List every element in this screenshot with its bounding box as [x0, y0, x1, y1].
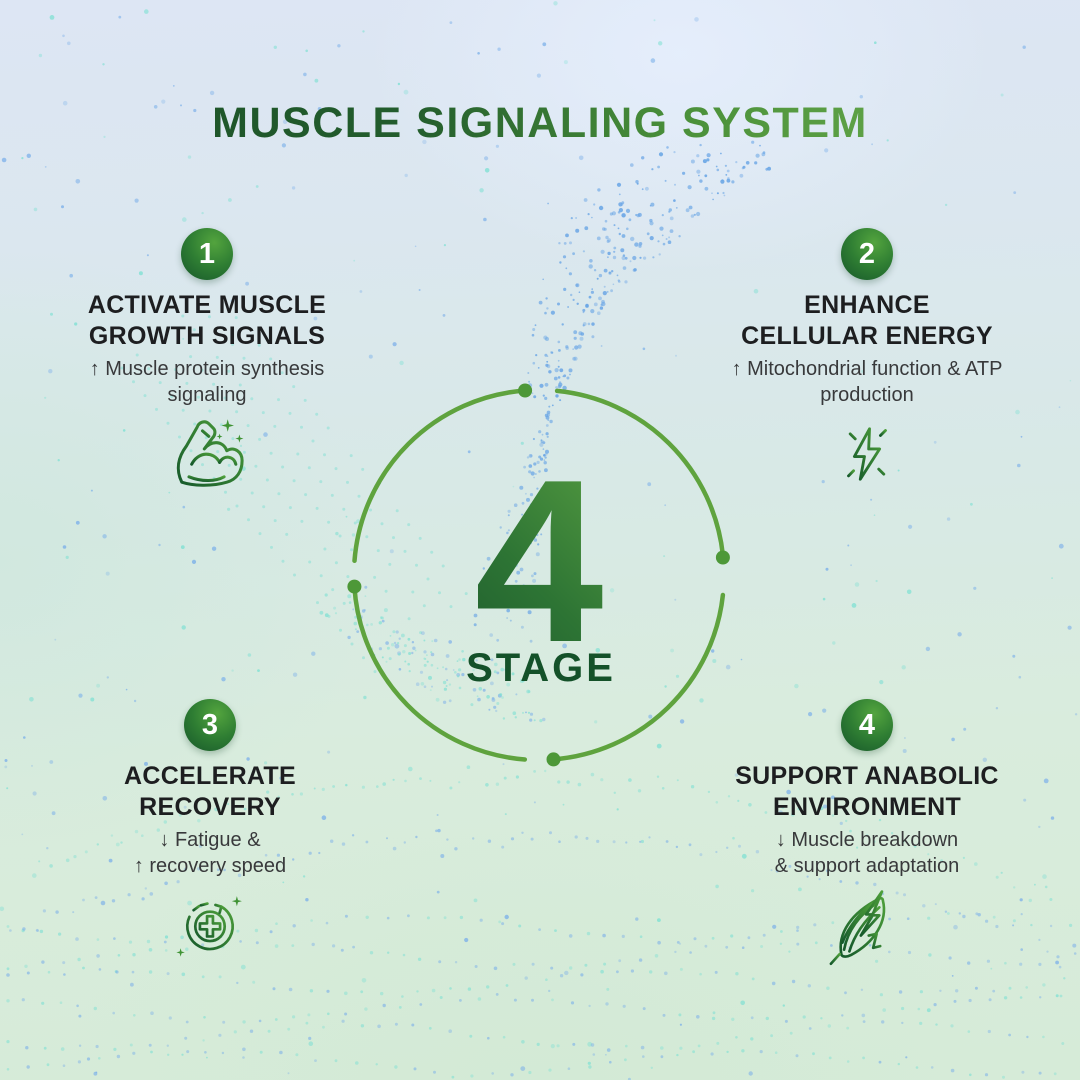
- stage-3-block: 3 ACCELERATE RECOVERY ↓ Fatigue & ↑ reco…: [30, 699, 390, 965]
- ring-arcs: [352, 388, 726, 762]
- page-title: MUSCLE SIGNALING SYSTEM: [0, 99, 1080, 148]
- center-stage-label: STAGE: [466, 646, 616, 690]
- stage-4-title: SUPPORT ANABOLIC ENVIRONMENT: [735, 762, 999, 821]
- stage-2-number-badge: 2: [841, 228, 893, 280]
- ring-dots: [347, 383, 730, 767]
- stage-1-description: ↑ Muscle protein synthesis signaling: [89, 358, 325, 406]
- recovery-cross-icon: [176, 896, 242, 957]
- stage-4-number-badge: 4: [841, 699, 893, 751]
- muscle-fiber-bolt-icon: [829, 890, 886, 966]
- bicep-icon: [176, 419, 244, 487]
- stage-1-block: 1 ACTIVATE MUSCLE GROWTH SIGNALS ↑ Muscl…: [27, 228, 387, 502]
- stage-2-title: ENHANCE CELLULAR ENERGY: [741, 291, 993, 350]
- stage-4-description: ↓ Muscle breakdown & support adaptation: [774, 829, 960, 877]
- lightning-icon: [835, 417, 899, 491]
- center-stage-number: 4: [389, 446, 689, 678]
- stage-1-title: ACTIVATE MUSCLE GROWTH SIGNALS: [87, 291, 327, 350]
- stage-3-number-badge: 3: [184, 699, 236, 751]
- stage-ring: [347, 383, 730, 767]
- stage-2-description: ↑ Mitochondrial function & ATP productio…: [731, 358, 1003, 406]
- stage-3-title: ACCELERATE RECOVERY: [124, 762, 296, 821]
- stage-4-block: 4 SUPPORT ANABOLIC ENVIRONMENT ↓ Muscle …: [687, 699, 1047, 969]
- stage-3-description: ↓ Fatigue & ↑ recovery speed: [133, 829, 287, 877]
- stage-1-number-badge: 1: [181, 228, 233, 280]
- stage-2-block: 2 ENHANCE CELLULAR ENERGY ↑ Mitochondria…: [687, 228, 1047, 496]
